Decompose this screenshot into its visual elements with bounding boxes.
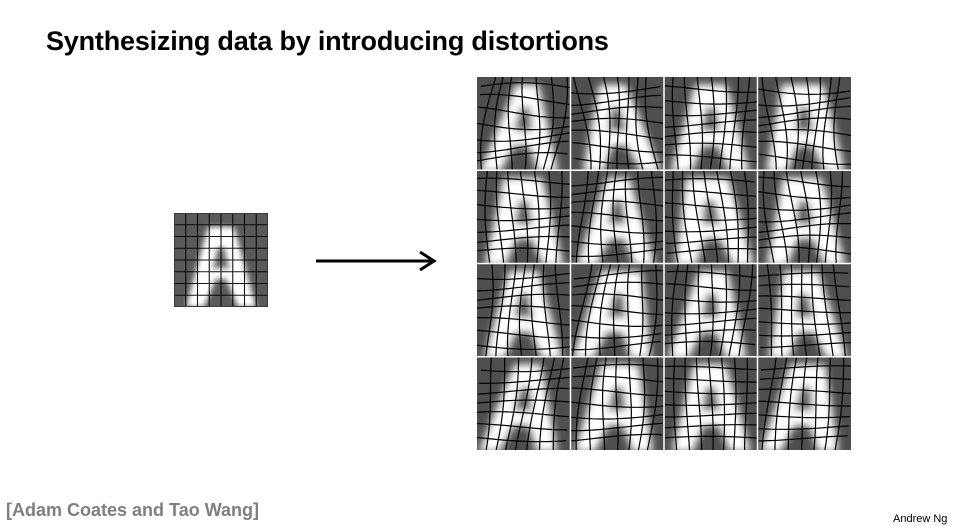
distorted-tile (570, 170, 664, 264)
distorted-tile (570, 263, 664, 357)
distorted-tile (757, 170, 851, 264)
distorted-tile (664, 263, 758, 357)
distorted-tile (477, 263, 571, 357)
distorted-tile (570, 77, 664, 171)
distorted-tile (757, 77, 851, 171)
distorted-tile (477, 356, 571, 450)
distorted-tile (664, 170, 758, 264)
distorted-tile (477, 170, 571, 264)
distorted-tile (757, 263, 851, 357)
distorted-letter-a-grid (477, 77, 851, 450)
distorted-tile (757, 356, 851, 450)
citation: [Adam Coates and Tao Wang] (6, 500, 260, 520)
distorted-tile (570, 356, 664, 450)
right-arrow-icon (316, 250, 437, 272)
author-mark: Andrew Ng (893, 513, 948, 525)
distorted-tile (664, 356, 758, 450)
distorted-tile (664, 77, 758, 171)
original-letter-a-image (174, 213, 268, 307)
distorted-tile (477, 77, 571, 171)
slide-title: Synthesizing data by introducing distort… (46, 26, 609, 56)
